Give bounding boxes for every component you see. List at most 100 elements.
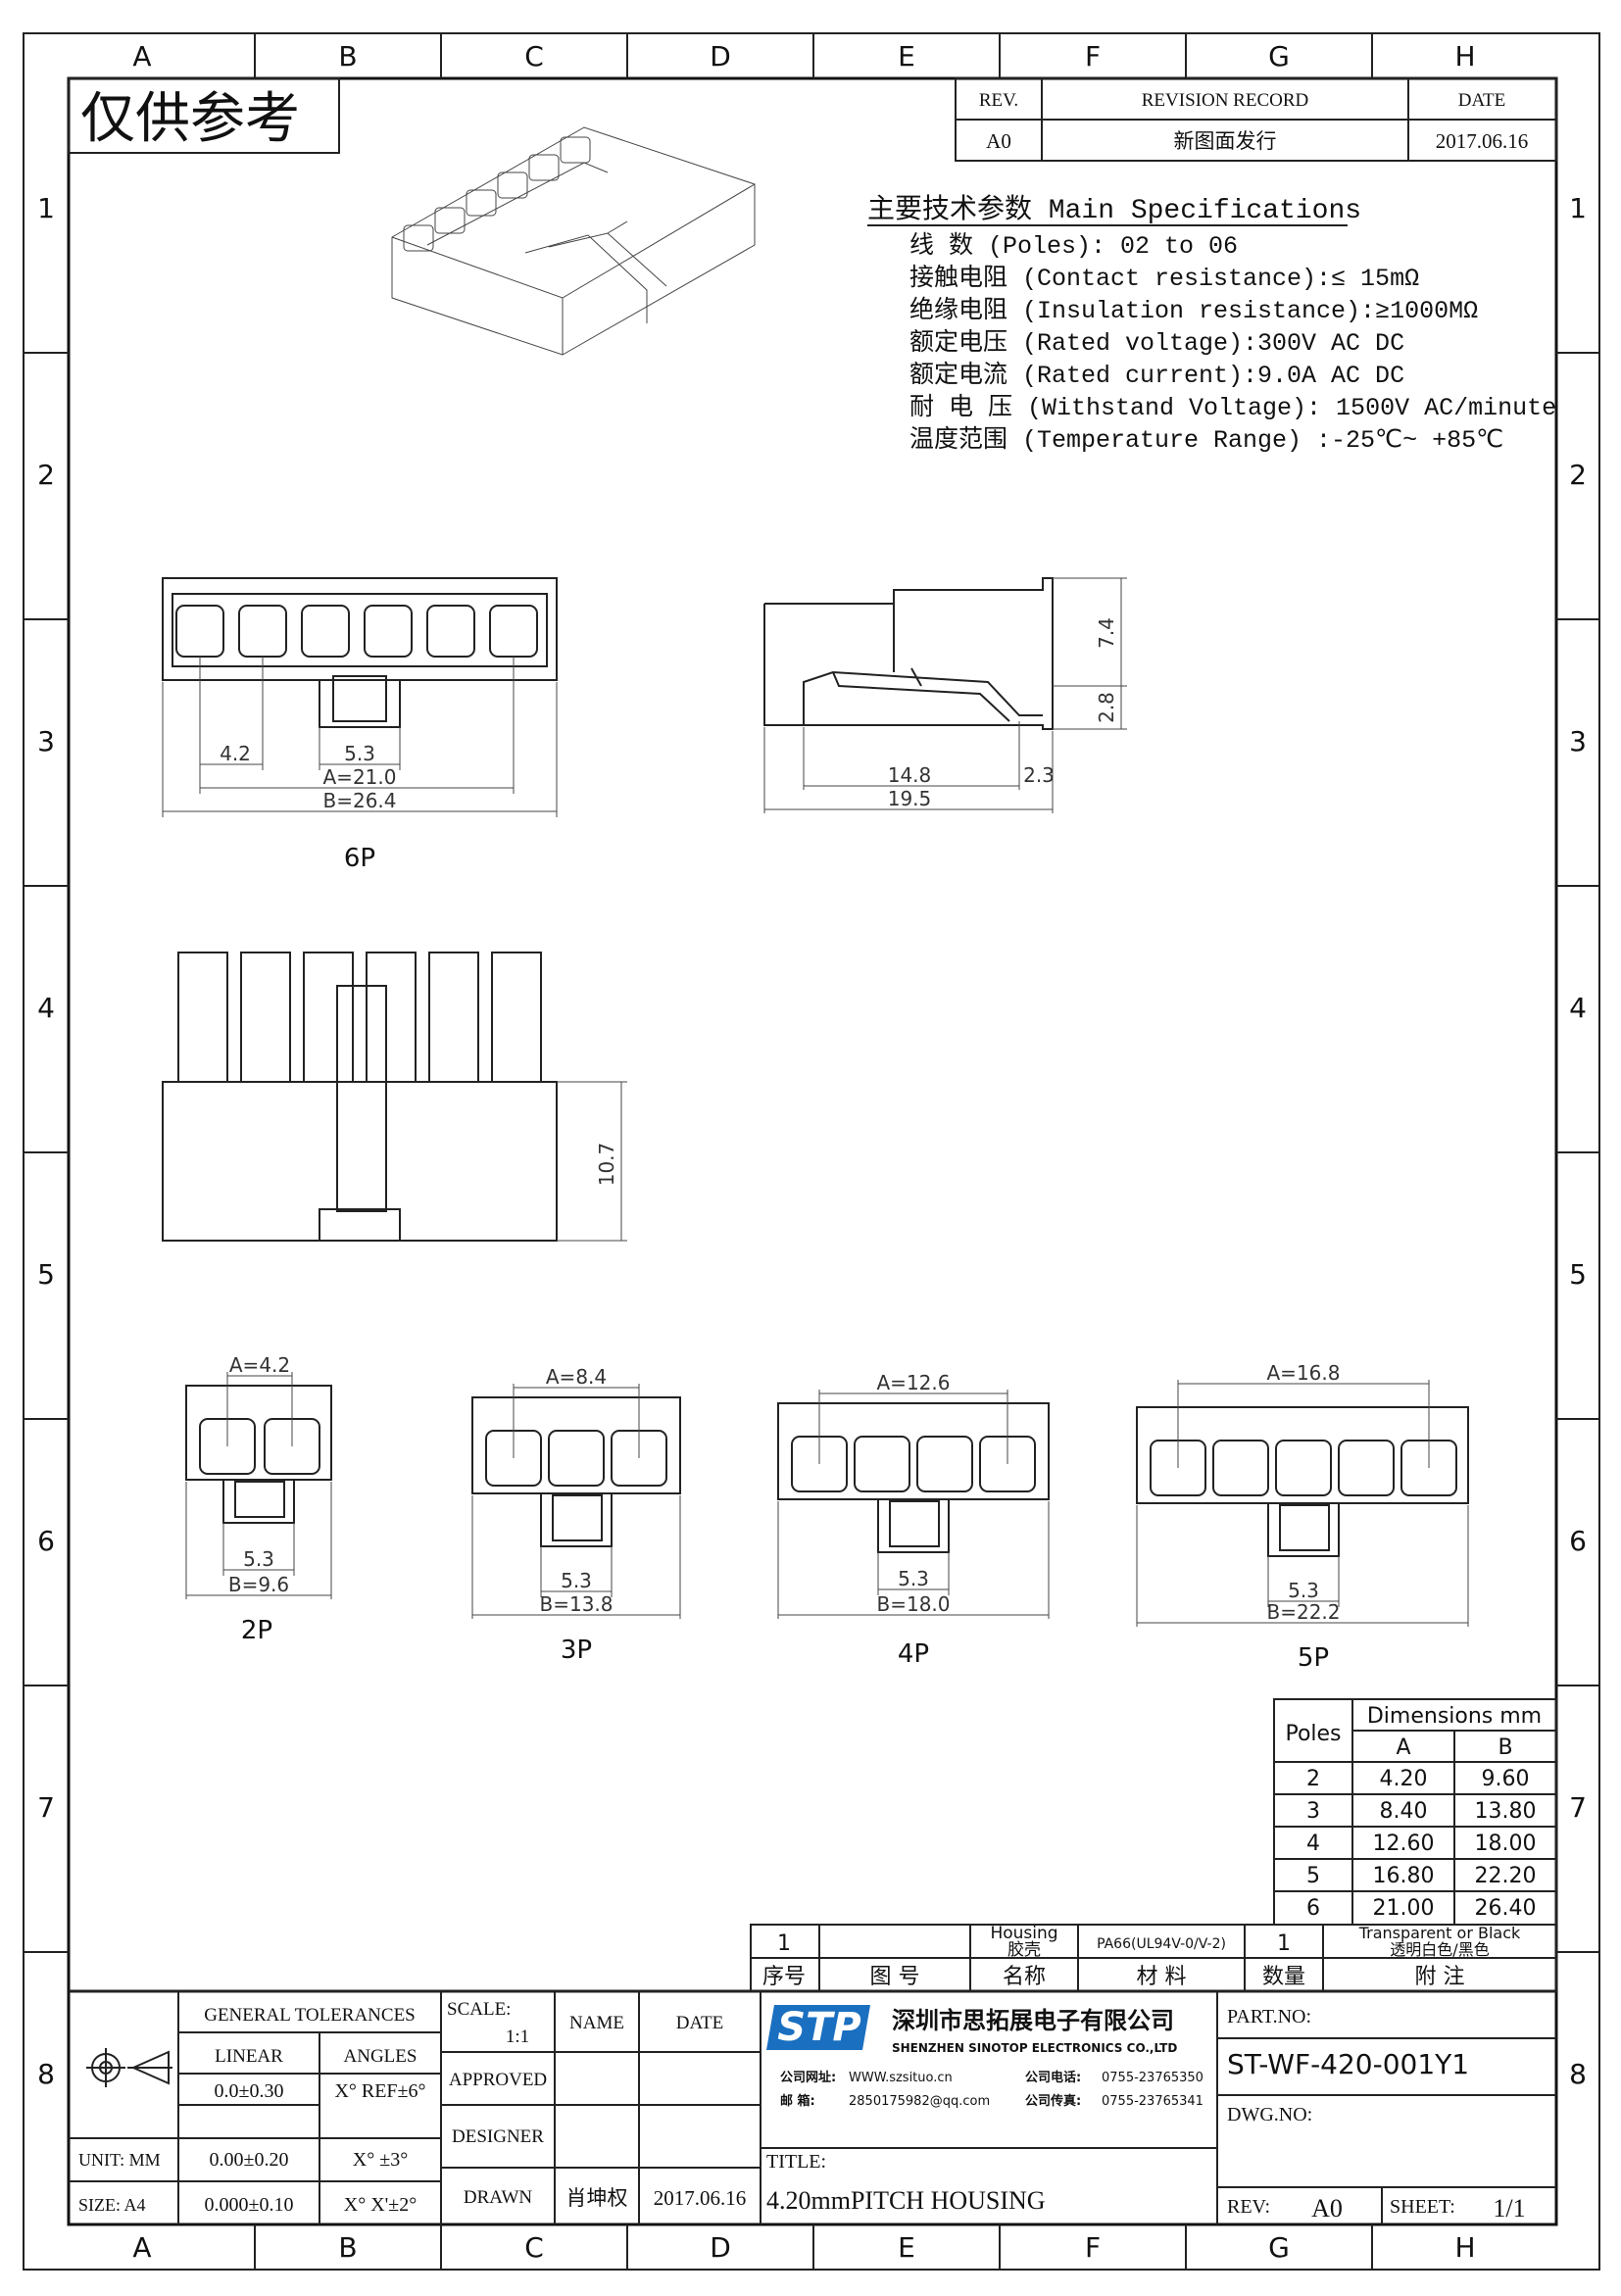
dim-4p-s: 5.3 [898, 1567, 929, 1590]
title-label: TITLE: [766, 2151, 826, 2173]
row-label: 7 [37, 1791, 55, 1824]
side-view-dim-lines [763, 577, 1127, 813]
row-label: 2 [37, 459, 55, 491]
rev-header: REV. [979, 90, 1018, 111]
col-label: F [1085, 2231, 1101, 2264]
dim-5p-b: B=22.2 [1266, 1600, 1340, 1624]
sheet-number: 1/1 [1493, 2194, 1525, 2223]
row-label: 5 [37, 1258, 55, 1291]
drawn-label: DRAWN [464, 2187, 533, 2208]
tolerance-linear-1: 0.0±0.30 [215, 2080, 284, 2102]
dim-4p-b: B=18.0 [876, 1592, 950, 1616]
bom-header-note: 附 注 [1415, 1965, 1465, 1989]
row-label: 7 [1569, 1791, 1587, 1824]
dim-2p-b: B=9.6 [228, 1573, 289, 1596]
reference-stamp-box [68, 77, 340, 154]
dim-table-col-b: B [1498, 1735, 1512, 1760]
revision-table [955, 77, 1557, 162]
bom-material: PA66(UL94V-0/V-2) [1097, 1936, 1226, 1952]
row-label: 2 [1569, 459, 1587, 491]
bom-note-en: Transparent or Black [1358, 1924, 1521, 1942]
dim-4p-a: A=12.6 [877, 1371, 951, 1394]
dim-length-19-5: 19.5 [888, 787, 932, 810]
dim-3p-s: 5.3 [561, 1569, 592, 1592]
side-view [763, 577, 1054, 730]
dwg-no-label: DWG.NO: [1227, 2104, 1312, 2125]
company-name-cn: 深圳市思拓展电子有限公司 [892, 2007, 1174, 2034]
dim-table-dims-header: Dimensions mm [1367, 1704, 1542, 1729]
row-label: 6 [1569, 1525, 1587, 1557]
col-label: G [1268, 40, 1290, 73]
col-label: B [338, 2231, 357, 2264]
front-view-3p [471, 1396, 681, 1547]
dimensions-table [1273, 1698, 1557, 1926]
row-label: 8 [1569, 2058, 1587, 2090]
col-label: A [132, 2231, 151, 2264]
company-logo-text: STP [777, 2005, 860, 2050]
dim-table-cell: 4 [1306, 1832, 1320, 1856]
top-view [162, 952, 558, 1242]
specifications: 主要技术参数 Main Specifications 线 数 (Poles): … [867, 193, 1556, 455]
column-labels: A B C D E F G H A B C D E F G H [132, 40, 1475, 2264]
title-block [69, 1989, 1556, 2224]
column-dividers [254, 33, 1373, 2270]
col-label: C [524, 2231, 544, 2264]
date-column-header: DATE [676, 2013, 724, 2033]
bom-qty: 1 [1277, 1931, 1291, 1956]
spec-line: 线 数 (Poles): 02 to 06 [909, 231, 1238, 261]
dim-3p-b: B=13.8 [539, 1592, 613, 1616]
row-label: 3 [37, 725, 55, 757]
tolerance-linear-2: 0.00±0.20 [210, 2149, 289, 2171]
sheet-label: SHEET: [1390, 2196, 1455, 2218]
size-label: SIZE: A4 [78, 2195, 146, 2215]
general-tolerances-label: GENERAL TOLERANCES [204, 2005, 416, 2026]
company-fax: 0755-23765341 [1102, 2094, 1203, 2109]
dim-table-cell: 2 [1306, 1767, 1320, 1791]
dim-table-cell: 13.80 [1475, 1799, 1537, 1824]
company-name-en: SHENZHEN SINOTOP ELECTRONICS CO.,LTD [892, 2041, 1177, 2055]
web-label: 公司网址: [780, 2070, 836, 2085]
rev-number: A0 [1311, 2194, 1343, 2223]
front-6p-cavities [175, 605, 538, 658]
bom-header-drawing: 图 号 [870, 1965, 920, 1989]
row-dividers [24, 352, 1599, 1953]
tolerance-linear-3: 0.000±0.10 [205, 2194, 294, 2216]
dim-5p-a: A=16.8 [1267, 1361, 1341, 1385]
row-label: 3 [1569, 725, 1587, 757]
row-label: 5 [1569, 1258, 1587, 1291]
date-header: DATE [1458, 90, 1506, 111]
drawn-by-name: 肖坤权 [566, 2186, 628, 2210]
approved-label: APPROVED [449, 2070, 547, 2090]
tolerance-angle-2: X° ±3° [353, 2149, 408, 2171]
dim-2p-a: A=4.2 [229, 1353, 290, 1377]
row-label: 4 [37, 992, 55, 1024]
col-label: F [1085, 40, 1101, 73]
row-label: 1 [1569, 192, 1587, 224]
front-view-2p [185, 1385, 332, 1524]
dim-top-10-7: 10.7 [595, 1143, 618, 1187]
spec-line: 绝缘电阻 (Insulation resistance):≥1000MΩ [909, 296, 1478, 325]
col-label: H [1454, 2231, 1475, 2264]
projection-symbol-icon [86, 2048, 172, 2087]
row-label: 6 [37, 1525, 55, 1557]
revision-date: 2017.06.16 [1436, 129, 1529, 153]
company-email: 2850175982@qq.com [849, 2094, 990, 2109]
col-label: D [710, 2231, 731, 2264]
drawn-date: 2017.06.16 [654, 2186, 747, 2210]
scale-label: SCALE: [447, 1999, 511, 2020]
reference-stamp: 仅供参考 [80, 87, 300, 151]
revision-record-value: 新图面发行 [1174, 129, 1277, 153]
dim-a-21: A=21.0 [323, 765, 397, 789]
dim-table-cell: 26.40 [1475, 1896, 1537, 1921]
drawing-title: 4.20mmPITCH HOUSING [766, 2186, 1046, 2215]
view-label-5p: 5P [1298, 1643, 1329, 1673]
dim-b-26-4: B=26.4 [322, 789, 396, 812]
dim-height-7-4: 7.4 [1095, 617, 1118, 649]
view-label-2p: 2P [241, 1616, 272, 1645]
view-label-4p: 4P [898, 1639, 929, 1669]
dim-table-cell: 18.00 [1475, 1832, 1537, 1856]
col-label: C [524, 40, 544, 73]
spec-line: 温度范围 (Temperature Range) :-25℃~ +85℃ [909, 425, 1503, 455]
dim-length-14-8: 14.8 [888, 763, 932, 787]
row-label: 8 [37, 2058, 55, 2090]
